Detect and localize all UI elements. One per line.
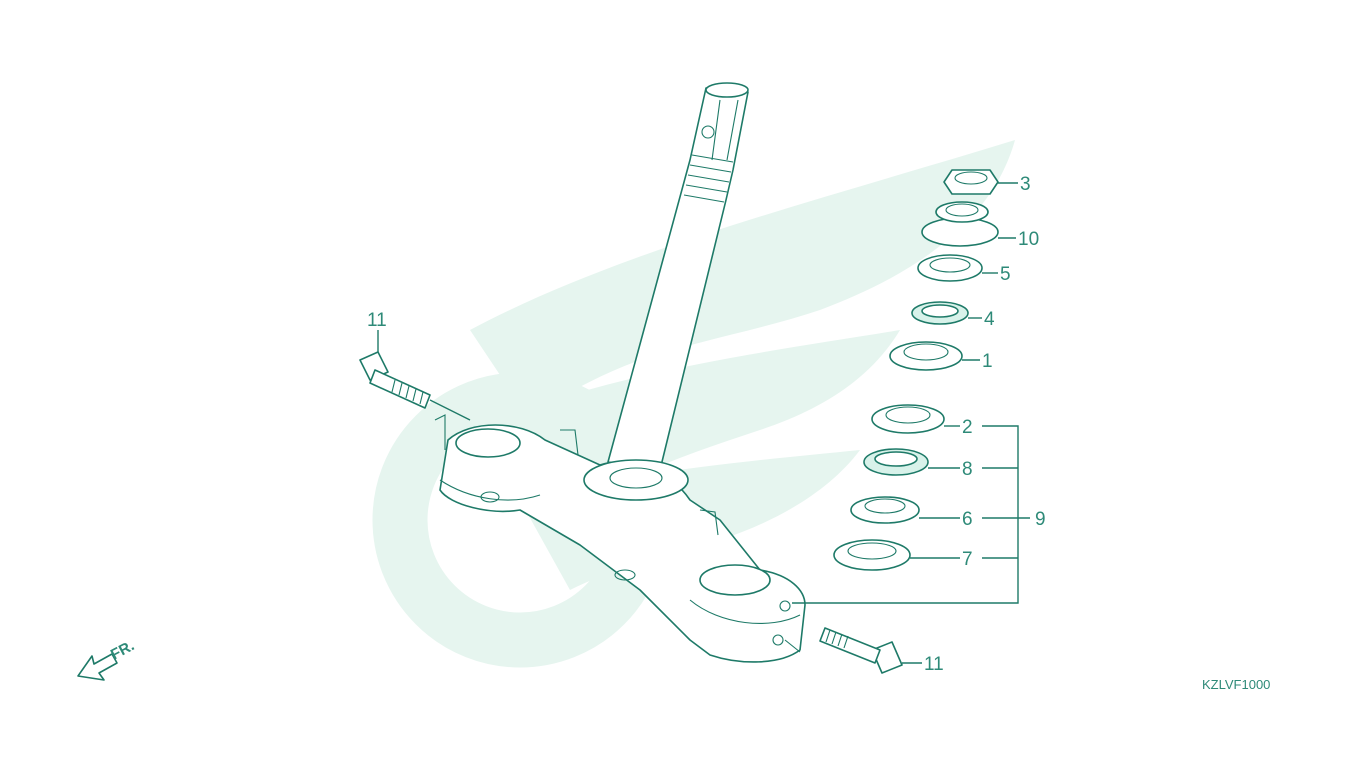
callout-4: 4: [984, 309, 995, 330]
lock-nut-3[interactable]: [943, 169, 999, 195]
dust-seal-7[interactable]: [833, 539, 911, 571]
upper-cone-race-1[interactable]: [889, 341, 963, 371]
callout-7: 7: [962, 549, 973, 570]
lower-ball-retainer-8[interactable]: [863, 448, 929, 476]
bottom-bridge[interactable]: [434, 414, 806, 663]
drawing-code: KZLVF1000: [1202, 677, 1270, 692]
callout-1: 1: [982, 351, 993, 372]
front-direction-marker: FR.: [77, 637, 137, 681]
arrow-down-left-icon: [77, 653, 118, 681]
upper-ball-retainer-4[interactable]: [911, 301, 969, 325]
adjusting-nut-10[interactable]: [921, 201, 999, 247]
callout-11-left: 11: [367, 310, 387, 331]
callout-8: 8: [962, 459, 973, 480]
leader-lines: [377, 182, 1030, 664]
bolt-right[interactable]: [819, 627, 903, 674]
callout-labels: 3 10 5 4 1 2 8 6 7 9 11 11: [367, 174, 1046, 675]
bolt-left[interactable]: [359, 351, 471, 421]
upper-race-5[interactable]: [917, 254, 983, 282]
callout-6: 6: [962, 509, 973, 530]
callout-10: 10: [1018, 229, 1039, 250]
callout-11-right: 11: [924, 654, 944, 675]
callout-2: 2: [962, 417, 973, 438]
lower-race-2[interactable]: [871, 404, 945, 434]
callout-3: 3: [1020, 174, 1031, 195]
callout-5: 5: [1000, 264, 1011, 285]
steering-stem[interactable]: [607, 82, 749, 471]
lower-cone-race-6[interactable]: [850, 496, 920, 524]
callout-9: 9: [1035, 509, 1046, 530]
